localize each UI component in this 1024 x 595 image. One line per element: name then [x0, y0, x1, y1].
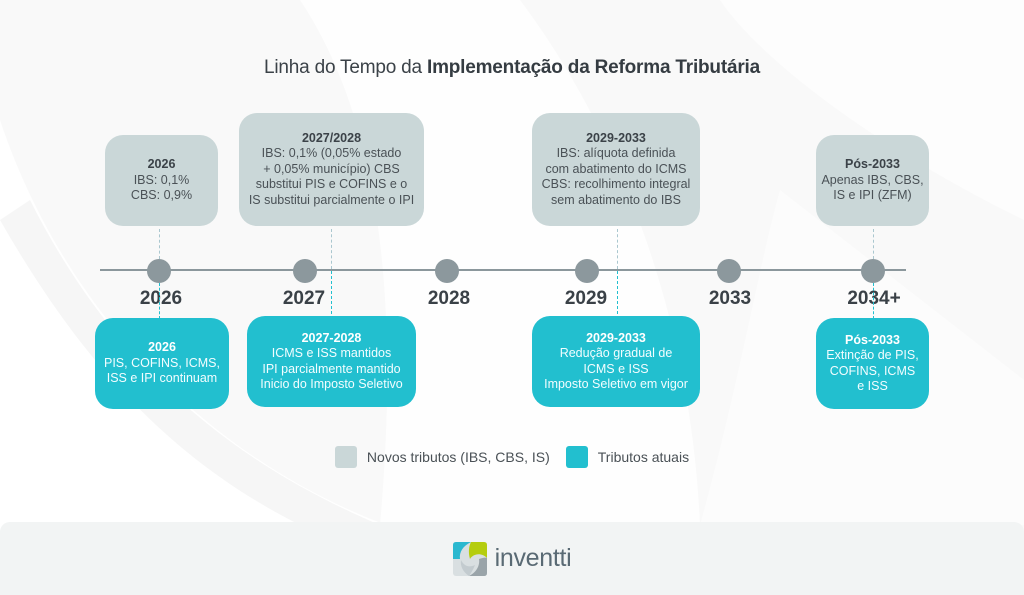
- year-label-2026: 2026: [139, 288, 183, 309]
- new-taxes-box-2029-2033: 2029-2033 IBS: alíquota definida com aba…: [532, 113, 700, 226]
- year-label-2027: 2027: [282, 288, 326, 309]
- bg-arc-right: [720, 0, 1024, 220]
- box-line: substitui PIS e COFINS e o: [255, 177, 408, 192]
- box-line: Redução gradual de: [559, 346, 673, 360]
- box-line: IBS: 0,1% (0,05% estado: [261, 146, 402, 161]
- connector-down-2029: [617, 271, 618, 319]
- timeline-dot-2026: [147, 259, 171, 283]
- bg-swoosh-left: [0, 120, 400, 530]
- timeline-dot-2027: [293, 259, 317, 283]
- legend-label-current-taxes: Tributos atuais: [597, 449, 690, 465]
- box-line: sem abatimento do IBS: [551, 192, 681, 207]
- box-heading: Pós-2033: [845, 332, 900, 347]
- box-line: Extinção de PIS,: [826, 348, 919, 362]
- legend-item-current-taxes: Tributos atuais: [565, 446, 690, 468]
- box-line: COFINS, ICMS: [829, 363, 916, 378]
- title-bold: Implementação da Reforma Tributária: [426, 57, 760, 78]
- legend-swatch-new-taxes: [334, 446, 357, 468]
- box-heading: 2027/2028: [301, 130, 362, 145]
- box-heading: 2026: [147, 157, 176, 172]
- connector-up-2029: [617, 229, 618, 269]
- box-line: CBS: recolhimento integral: [541, 177, 691, 192]
- year-label-2034-plus: 2034+: [847, 288, 901, 309]
- timeline-dot-2033: [717, 259, 741, 283]
- brand-logo: inventti: [452, 541, 572, 576]
- bg-swoosh-left-band: [0, 200, 380, 525]
- box-heading: 2029-2033: [586, 130, 646, 145]
- current-taxes-box-2026: 2026 PIS, COFINS, ICMS, ISS e IPI contin…: [95, 318, 229, 409]
- current-taxes-box-2027-2028: 2027-2028 ICMS e ISS mantidos IPI parcia…: [247, 316, 416, 407]
- new-taxes-box-2026: 2026 IBS: 0,1% CBS: 0,9%: [105, 135, 218, 226]
- timeline-dot-2034: [861, 259, 885, 283]
- box-line: + 0,05% município) CBS: [263, 161, 400, 176]
- box-line: PIS, COFINS, ICMS,: [104, 355, 220, 370]
- box-line: ISS e IPI continuam: [106, 371, 218, 386]
- box-line: e ISS: [857, 379, 888, 393]
- page-title: Linha do Tempo da Implementação da Refor…: [0, 57, 1024, 79]
- year-label-2029: 2029: [564, 288, 608, 309]
- brand-name: inventti: [494, 544, 572, 572]
- box-line: Imposto Seletivo em vigor: [544, 377, 688, 391]
- connector-down-2026: [159, 283, 160, 319]
- current-taxes-box-pos-2033: Pós-2033 Extinção de PIS, COFINS, ICMS e…: [816, 318, 929, 409]
- box-heading: 2026: [148, 340, 176, 355]
- timeline-dot-2028: [435, 259, 459, 283]
- box-line: IS e IPI (ZFM): [833, 188, 912, 203]
- year-label-2028: 2028: [427, 288, 471, 309]
- box-line: Inicio do Imposto Seletivo: [260, 377, 403, 391]
- box-line: IBS: 0,1%: [133, 172, 190, 187]
- connector-down-pos2033: [873, 283, 874, 319]
- box-line: CBS: 0,9%: [130, 188, 193, 203]
- new-taxes-box-2027-2028: 2027/2028 IBS: 0,1% (0,05% estado + 0,05…: [239, 113, 424, 226]
- box-line: IS substitui parcialmente o IPI: [248, 192, 415, 207]
- box-heading: Pós-2033: [845, 157, 900, 172]
- box-line: Apenas IBS, CBS,: [821, 172, 924, 187]
- connector-up-pos2033: [873, 229, 874, 259]
- box-line: IBS: alíquota definida: [556, 146, 676, 161]
- legend-item-new-taxes: Novos tributos (IBS, CBS, IS): [334, 446, 550, 468]
- legend-label-new-taxes: Novos tributos (IBS, CBS, IS): [366, 449, 550, 465]
- footer: inventti: [0, 522, 1024, 595]
- connector-up-2027: [331, 229, 332, 269]
- inventti-logo-icon: [452, 541, 487, 576]
- box-line: com abatimento do ICMS: [545, 161, 687, 176]
- connector-down-2027: [331, 271, 332, 319]
- year-label-2033: 2033: [708, 288, 752, 309]
- title-prefix: Linha do Tempo da: [264, 57, 427, 78]
- box-line: ICMS e ISS: [583, 361, 649, 376]
- box-heading: 2027-2028: [301, 330, 362, 345]
- legend: Novos tributos (IBS, CBS, IS) Tributos a…: [0, 446, 1024, 468]
- current-taxes-box-2029-2033: 2029-2033 Redução gradual de ICMS e ISS …: [532, 316, 700, 407]
- new-taxes-box-pos-2033: Pós-2033 Apenas IBS, CBS, IS e IPI (ZFM): [816, 135, 929, 226]
- legend-swatch-current-taxes: [565, 446, 588, 468]
- box-line: IPI parcialmente mantido: [262, 361, 401, 376]
- timeline-dot-2029: [575, 259, 599, 283]
- box-line: ICMS e ISS mantidos: [271, 346, 392, 360]
- connector-up-2026: [159, 229, 160, 259]
- box-heading: 2029-2033: [586, 330, 646, 345]
- timeline-axis: [100, 269, 906, 271]
